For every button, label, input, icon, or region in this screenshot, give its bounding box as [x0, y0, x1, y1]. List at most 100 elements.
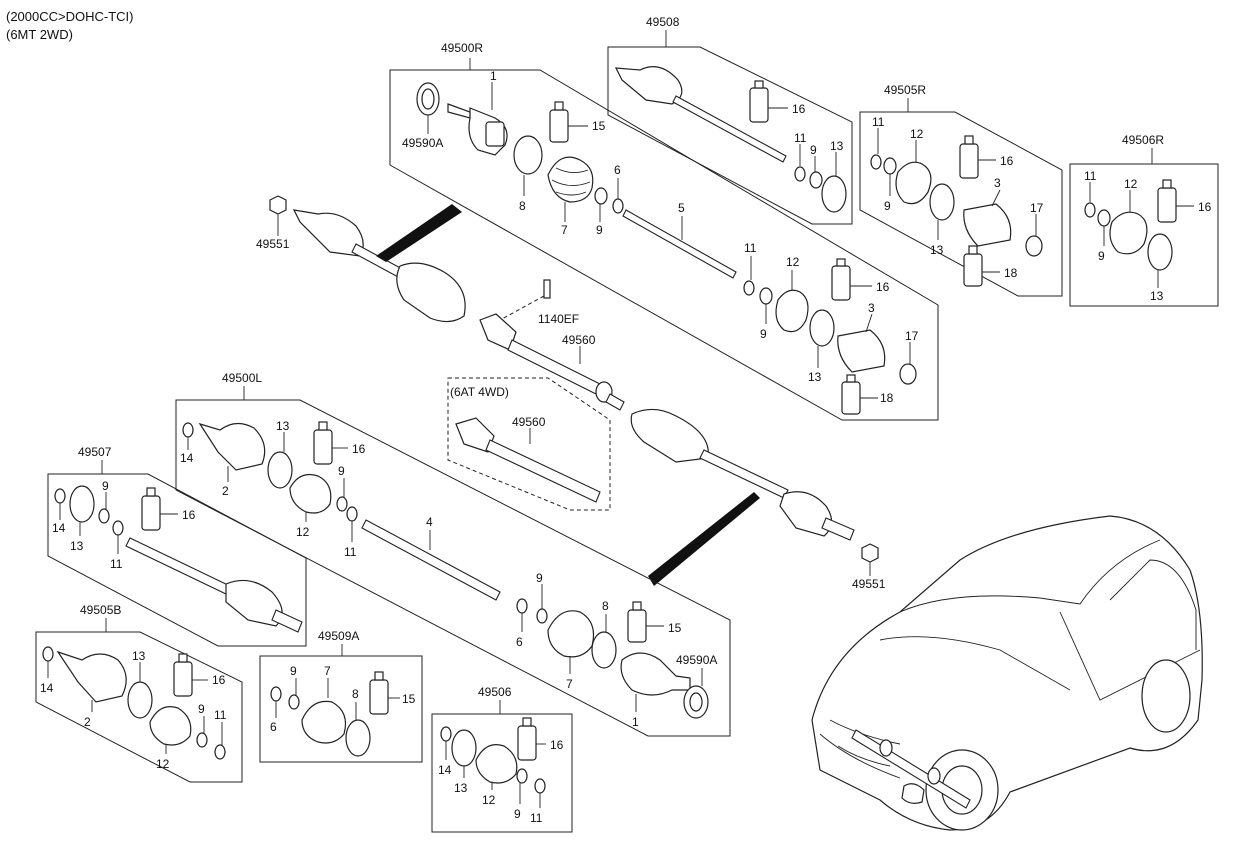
shaft-part[interactable]: [622, 209, 737, 279]
cv-joint-1b-part[interactable]: [620, 652, 691, 696]
grease-18b-part[interactable]: [963, 253, 983, 287]
ring-9k-part[interactable]: [516, 768, 528, 784]
ring-6b-part[interactable]: [516, 598, 528, 614]
housing-2-part[interactable]: [198, 422, 266, 471]
callout-16-b: 16: [792, 102, 806, 116]
clamp-13-part[interactable]: [809, 309, 835, 347]
grease-18-part[interactable]: [841, 381, 861, 415]
group-label-49505R: 49505R: [884, 83, 926, 97]
grease-16e-part[interactable]: [313, 429, 333, 465]
callout-9-e: 9: [1098, 249, 1105, 263]
callout-15-c: 15: [402, 692, 416, 706]
grease-16-part[interactable]: [831, 265, 851, 301]
ring-11b-part[interactable]: [794, 166, 806, 182]
boot-7c-part[interactable]: [301, 700, 347, 744]
axle-assembly-49508[interactable]: [614, 66, 683, 105]
boot-12b-part[interactable]: [149, 706, 192, 746]
clamp-13h-part[interactable]: [451, 729, 477, 767]
callout-15-b: 15: [668, 621, 682, 635]
callout-16-d: 16: [1198, 200, 1212, 214]
clamp-part[interactable]: [513, 135, 543, 175]
ring-9b-part[interactable]: [759, 287, 773, 305]
ring-14b-part[interactable]: [54, 488, 66, 504]
grease-16h-part[interactable]: [517, 725, 537, 761]
clamp-13b-part[interactable]: [821, 175, 847, 213]
grease-16g-part[interactable]: [173, 661, 193, 697]
ring-11d-part[interactable]: [1084, 202, 1096, 218]
clamp-13f-part[interactable]: [69, 485, 95, 523]
callout-17-a: 17: [905, 329, 919, 343]
axle-assembly-49507[interactable]: [125, 537, 231, 595]
grease-16b-part[interactable]: [749, 87, 769, 123]
boot-7b-part[interactable]: [547, 610, 595, 658]
ring-9h-part[interactable]: [98, 508, 110, 524]
ring-11h-part[interactable]: [534, 778, 546, 794]
clamp-8b-part[interactable]: [591, 631, 617, 669]
ring-14d-part[interactable]: [440, 726, 452, 742]
clamp-13c-part[interactable]: [929, 183, 955, 221]
ring-9i-part[interactable]: [196, 732, 208, 748]
nut-49551-part[interactable]: [269, 195, 287, 215]
callout-16-f: 16: [182, 508, 196, 522]
ring-11-part[interactable]: [743, 280, 755, 296]
boot-12c-part[interactable]: [475, 744, 518, 784]
ring-9e-part[interactable]: [1097, 209, 1111, 227]
pointer-wedge: [376, 204, 462, 262]
housing-2b-part[interactable]: [56, 650, 127, 703]
axle-assembly-right[interactable]: [292, 209, 364, 257]
callout-15-a: 15: [592, 119, 606, 133]
callout-9-i: 9: [198, 702, 205, 716]
callout-16-a: 16: [876, 280, 890, 294]
ring-9f-part[interactable]: [336, 496, 348, 512]
grease-16c-part[interactable]: [959, 143, 979, 179]
group-box-49500L: [175, 399, 731, 737]
ring-14-part[interactable]: [182, 422, 194, 438]
nut-49551b-part[interactable]: [861, 543, 879, 563]
housing-3b-part[interactable]: [963, 203, 1012, 247]
ring-11f-part[interactable]: [112, 520, 124, 536]
clamp-13e-part[interactable]: [267, 451, 293, 489]
tripod-housing-part[interactable]: [775, 289, 809, 333]
grease-15b-part[interactable]: [627, 609, 647, 643]
ring-9g-part[interactable]: [536, 608, 548, 624]
callout-7-b: 7: [566, 677, 573, 691]
ring-14c-part[interactable]: [42, 646, 54, 662]
ring-9j-part[interactable]: [288, 694, 300, 710]
tripod-12c-part[interactable]: [1109, 211, 1148, 255]
ring-17-part[interactable]: [899, 363, 917, 385]
bolt-1140EF-part[interactable]: [543, 279, 551, 299]
boot-part[interactable]: [547, 156, 594, 203]
callout-9-d: 9: [884, 199, 891, 213]
callout-49551-b: 49551: [852, 577, 886, 591]
grease-15c-part[interactable]: [369, 679, 389, 715]
boot-12-part[interactable]: [289, 473, 332, 514]
tripod-12b-part[interactable]: [895, 161, 932, 205]
grease-tube-part[interactable]: [549, 109, 569, 143]
ring-17b-part[interactable]: [1025, 235, 1043, 257]
callout-8-a: 8: [519, 199, 526, 213]
shaft-4-part[interactable]: [361, 519, 501, 601]
grease-16d-part[interactable]: [1157, 187, 1177, 223]
grease-16f-part[interactable]: [141, 495, 161, 531]
clamp-13g-part[interactable]: [127, 681, 153, 719]
callout-2-b: 2: [84, 715, 91, 729]
ring-9-part[interactable]: [594, 187, 608, 205]
callout-6-c: 6: [270, 720, 277, 734]
ring-11c-part[interactable]: [870, 154, 882, 170]
clamp-13d-part[interactable]: [1147, 233, 1173, 271]
callout-9-h: 9: [102, 479, 109, 493]
ring-9c-part[interactable]: [809, 171, 823, 189]
callout-13-c: 13: [930, 243, 944, 257]
callout-7-c: 7: [324, 664, 331, 678]
ring-6c-part[interactable]: [270, 686, 282, 702]
callout-49590A: 49590A: [402, 136, 443, 150]
ring-11g-part[interactable]: [214, 744, 226, 760]
housing-3-part[interactable]: [837, 329, 886, 373]
callout-3-b: 3: [994, 176, 1001, 190]
ring-6-part[interactable]: [612, 198, 624, 214]
ring-11e-part[interactable]: [346, 506, 358, 522]
clamp-8c-part[interactable]: [345, 719, 371, 757]
ring-9d-part[interactable]: [883, 157, 897, 175]
axle-assembly-left[interactable]: [630, 408, 709, 463]
cv-joint-part[interactable]: [447, 103, 471, 119]
